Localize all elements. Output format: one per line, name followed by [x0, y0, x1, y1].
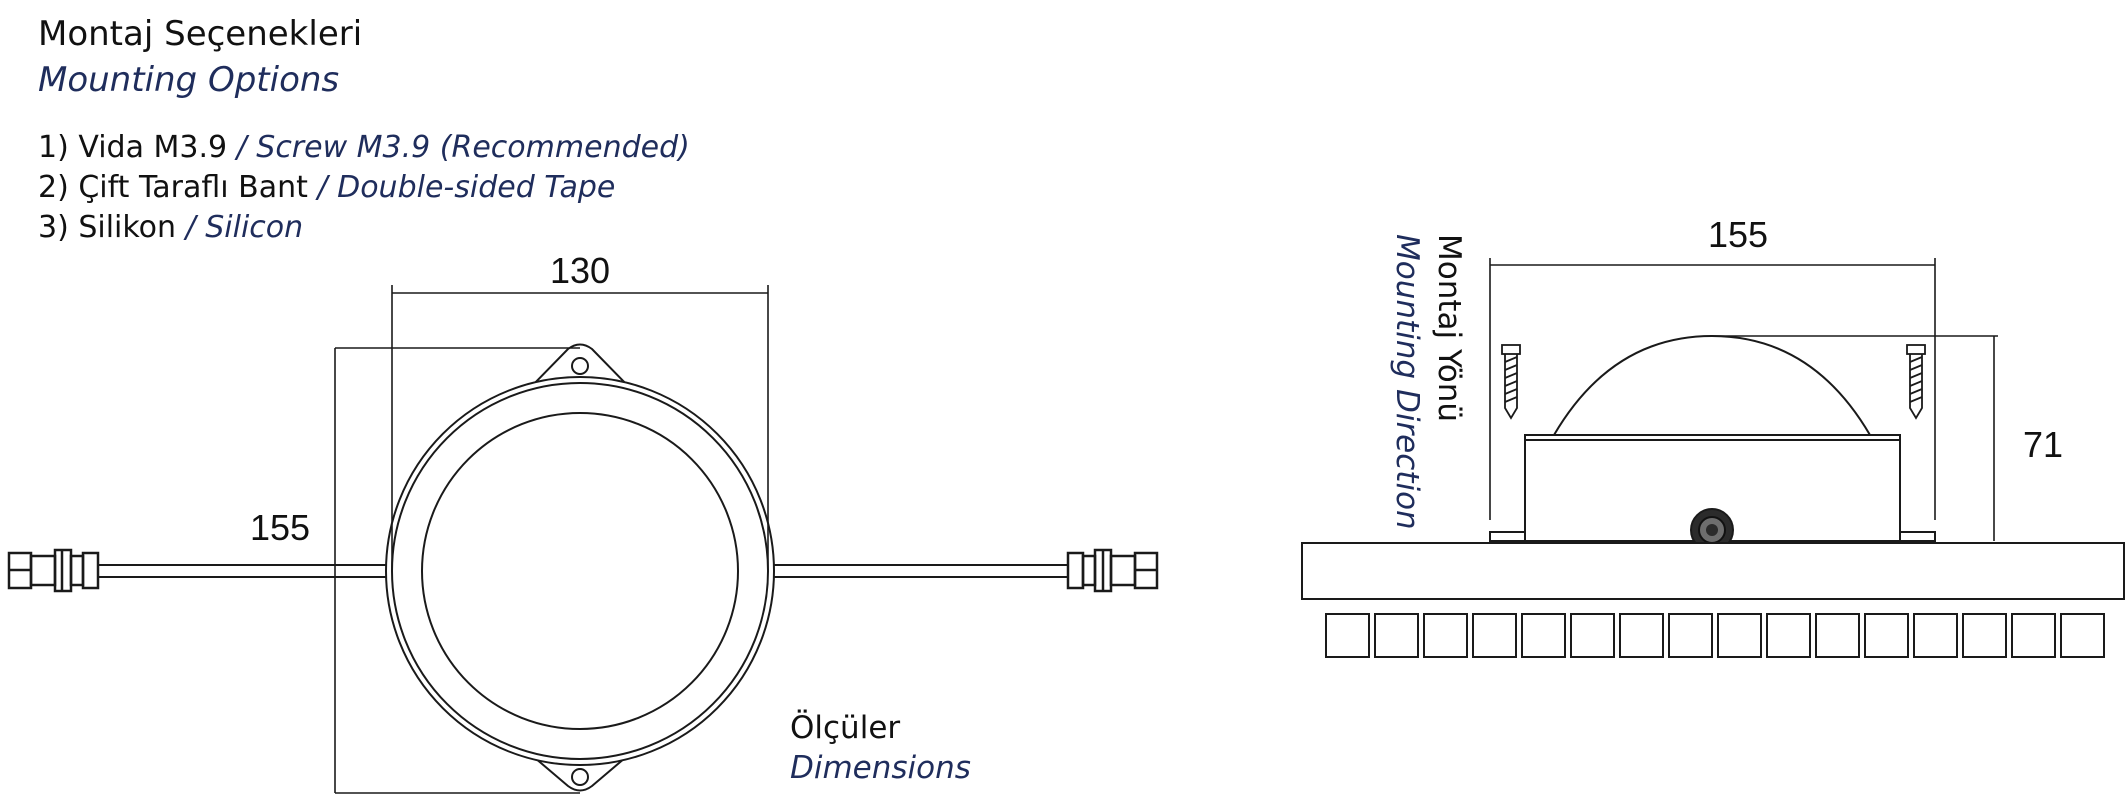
top-screw-hole — [571, 357, 589, 375]
mounting-block — [1766, 613, 1811, 658]
mounting-block — [2011, 613, 2056, 658]
side-height-value: 71 — [2023, 424, 2063, 465]
front-height-value: 155 — [250, 507, 310, 548]
mounting-option-screw: 1) Vida M3.9 / Screw M3.9 (Recommended) — [38, 130, 690, 165]
mounting-block — [1325, 613, 1370, 658]
right-connector-icon — [1066, 548, 1159, 593]
left-connector-icon — [7, 548, 100, 593]
right-screw-icon — [1906, 344, 1926, 420]
side-height-dimension — [1710, 335, 1998, 541]
direction-label-en: Mounting Direction — [1389, 234, 1425, 530]
left-cable — [98, 564, 428, 578]
option-label-en: / Double-sided Tape — [307, 170, 616, 205]
mounting-block — [1472, 613, 1517, 658]
mounting-block — [1423, 613, 1468, 658]
dimensions-label-english: Dimensions — [790, 750, 971, 786]
mounting-surface — [1301, 542, 2125, 600]
option-label-tr: 2) Çift Taraflı Bant — [38, 170, 308, 205]
mounting-option-silicon: 3) Silikon / Silicon — [38, 210, 303, 245]
housing-inner-face — [421, 412, 739, 730]
mounting-blocks — [1325, 613, 2105, 658]
mounting-block — [1619, 613, 1664, 658]
mounting-block — [1570, 613, 1615, 658]
dimensions-label-turkish: Ölçüler — [790, 710, 901, 746]
side-width-value: 155 — [1708, 214, 1768, 255]
width-dimension — [391, 285, 769, 570]
mounting-block — [1864, 613, 1909, 658]
side-view — [1301, 258, 2125, 658]
option-label-tr: 3) Silikon — [38, 210, 177, 245]
mounting-block — [2060, 613, 2105, 658]
mounting-direction-label: Montaj Yönü Mounting Direction — [1378, 234, 1470, 534]
side-width-dimension — [1489, 258, 1936, 520]
left-screw-icon — [1501, 344, 1521, 420]
mounting-block — [1521, 613, 1566, 658]
option-label-tr: 1) Vida M3.9 — [38, 130, 228, 165]
dome-lens — [1553, 334, 1871, 436]
mounting-block — [1913, 613, 1958, 658]
right-cable — [734, 564, 1068, 578]
direction-label-tr: Montaj Yönü — [1431, 234, 1467, 423]
height-dimension — [334, 347, 580, 794]
bottom-mounting-ear — [527, 751, 633, 792]
housing-ring — [391, 382, 769, 760]
option-label-en: / Silicon — [176, 210, 304, 245]
top-mounting-ear — [527, 343, 633, 391]
front-view — [7, 285, 1159, 794]
heading-english: Mounting Options — [38, 60, 340, 100]
bottom-screw-hole — [571, 768, 589, 786]
mounting-block — [1962, 613, 2007, 658]
option-label-en: / Screw M3.9 (Recommended) — [227, 130, 690, 165]
mounting-block — [1815, 613, 1860, 658]
heading-turkish: Montaj Seçenekleri — [38, 14, 363, 54]
mounting-block — [1374, 613, 1419, 658]
mounting-block — [1717, 613, 1762, 658]
front-width-value: 130 — [550, 250, 610, 291]
housing-outer-ring — [385, 376, 775, 766]
mounting-block — [1668, 613, 1713, 658]
mounting-option-tape: 2) Çift Taraflı Bant / Double-sided Tape — [38, 170, 615, 205]
